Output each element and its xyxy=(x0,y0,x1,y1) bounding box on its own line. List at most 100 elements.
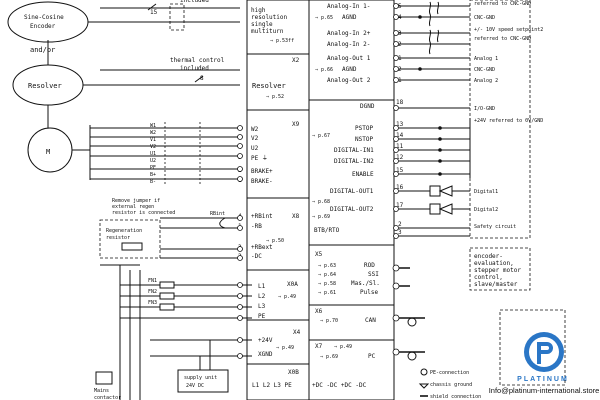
motor-wire-bplus: B+ xyxy=(150,172,156,178)
ref-p66: ⇒ p.66 xyxy=(315,67,333,73)
x7-pin-pc: PC xyxy=(368,353,376,360)
encoder-label-2: Encoder xyxy=(30,23,56,30)
fr-label-7: I/O-GND xyxy=(474,106,495,112)
pin-dgnd: DGND xyxy=(360,103,375,110)
pin-analog-in2-plus: Analog-In 2+ xyxy=(327,30,371,37)
motor-wire-u1: U1 xyxy=(150,151,156,157)
ref-p67: ⇒ p.67 xyxy=(312,133,330,139)
pin-digital-in1: DIGITAL-IN1 xyxy=(334,147,374,154)
fr-label-1: CNC-GND xyxy=(474,15,495,21)
x0a-pin-l2: L2 xyxy=(258,293,266,300)
x0a-ref: ⇒ p.49 xyxy=(278,294,296,300)
encoder-shield xyxy=(169,3,185,31)
enc-out-3: control, xyxy=(474,274,503,281)
motor-wire-v1: V1 xyxy=(150,137,156,143)
mains-contactor xyxy=(95,371,113,385)
io-num-12: 12 xyxy=(396,154,404,161)
x8-pin-rbint: +RBint xyxy=(251,213,273,220)
x5-ref-p61: ⇒ p.61 xyxy=(318,290,336,296)
pin-analog-out2: Analog-Out 2 xyxy=(327,77,371,84)
io-num-11: 11 xyxy=(396,143,404,150)
x0a-pin-pe: PE xyxy=(258,313,266,320)
remove-note-3: resistor is connected xyxy=(112,210,175,216)
x0b-pins: L1 L2 L3 PE xyxy=(252,382,292,389)
ref-p69a: ⇒ p.69 xyxy=(312,214,330,220)
mains-label-1: Mains xyxy=(94,388,109,394)
encoder-included: included xyxy=(180,0,209,4)
ref-p65: ⇒ p.65 xyxy=(315,15,333,21)
encoder-wire-count: 15 xyxy=(150,9,158,16)
x9-pin-v2: V2 xyxy=(251,135,259,142)
digital-wiring xyxy=(399,107,471,237)
x5-pin-pulse: Pulse xyxy=(360,289,378,296)
io-num-14: 14 xyxy=(396,132,404,139)
regen-label-1: Regeneration xyxy=(106,228,142,234)
and-or-label: and/or xyxy=(30,46,55,54)
legend-shield: shield connection xyxy=(430,394,481,400)
x5-ref-p63: ⇒ p.63 xyxy=(318,263,336,269)
brand-name: PLATINUM xyxy=(517,376,569,383)
x9-pin-pe: PE ⏚ xyxy=(251,155,268,162)
motor-wire-u2: U2 xyxy=(150,158,156,164)
motor-label: M xyxy=(46,148,50,156)
pin-agnd-2: AGND xyxy=(342,66,357,73)
x5-pin-mas-sl: Mas./Sl. xyxy=(351,280,380,287)
x8-ref: ⇒ p.50 xyxy=(266,238,284,244)
legend-box xyxy=(499,309,566,386)
x8-pin-dc: -DC xyxy=(251,253,262,260)
fr-label-10: Digital2 xyxy=(474,207,498,213)
fr-label-11: Safety circuit xyxy=(474,224,516,230)
io-num-17: 17 xyxy=(396,202,404,209)
pin-digital-out2: DIGITAL-OUT2 xyxy=(330,206,374,213)
supply-label-2: 24V DC xyxy=(186,383,204,389)
io-num-15: 15 xyxy=(396,167,404,174)
pin-analog-in2-minus: Analog-In 2- xyxy=(327,41,370,48)
thermal-wire-count: 8 xyxy=(200,75,204,82)
fr-label-6: Analog 2 xyxy=(474,78,498,84)
x0a-label: X0A xyxy=(287,281,298,288)
x6-label: X6 xyxy=(315,308,323,315)
x6-connector xyxy=(392,314,425,327)
remove-note-1: Remove jumper if xyxy=(112,198,160,204)
x4-label: X4 xyxy=(293,329,301,336)
x8-pin-rb: -RB xyxy=(251,223,262,230)
x8-pin-rbext: +RBext xyxy=(251,244,273,251)
pin-agnd-1: AGND xyxy=(342,14,357,21)
thermal-line-1: thermal control xyxy=(170,57,225,64)
motor-wire-w1: W1 xyxy=(150,123,156,129)
fr-label-2: +/- 10V speed setpoint2 xyxy=(474,27,543,33)
pin-pstop: PSTOP xyxy=(355,125,373,132)
mains-label-2: contactor xyxy=(94,395,121,400)
x7-label: X7 xyxy=(315,343,323,350)
x0a-pin-l1: L1 xyxy=(258,283,266,290)
dgnd-num: 18 xyxy=(396,99,404,106)
x2-resolver: Resolver xyxy=(252,82,286,90)
rbint-label: RBint xyxy=(210,211,225,217)
pin-enable: ENABLE xyxy=(352,171,374,178)
analog-wiring xyxy=(399,1,470,81)
pin-analog-out1: Analog-Out 1 xyxy=(327,55,371,62)
x9-pin-u2: U2 xyxy=(251,145,259,152)
x1-line-1: high xyxy=(251,7,266,14)
brand-email[interactable]: Info@platinum-international.store xyxy=(488,386,600,395)
enc-out-2: stepper motor xyxy=(474,267,521,274)
fuse-2: FN2 xyxy=(148,289,157,295)
encoder-symbol xyxy=(7,1,89,43)
x5-connector xyxy=(392,264,410,290)
io-num-13: 13 xyxy=(396,121,404,128)
x7-ref1: ⇒ p.49 xyxy=(334,344,352,350)
pin-analog-in1-minus: Analog-In 1- xyxy=(327,3,370,10)
x6-pin-can: CAN xyxy=(365,317,376,324)
mains-wiring xyxy=(119,270,252,400)
x7-ref2: ⇒ p.69 xyxy=(320,354,338,360)
fr-label-0: referred to CNC-GND xyxy=(474,1,531,7)
ref-p68: ⇒ p.68 xyxy=(312,199,330,205)
supply-24v xyxy=(150,337,252,393)
btb-num-2: 2 xyxy=(398,221,402,228)
x9-pin-brake-minus: BRAKE- xyxy=(251,178,273,185)
pin-nstop: NSTOP xyxy=(355,136,373,143)
motor-wire-v2: V2 xyxy=(150,144,156,150)
x9-pin-w2: W2 xyxy=(251,126,259,133)
